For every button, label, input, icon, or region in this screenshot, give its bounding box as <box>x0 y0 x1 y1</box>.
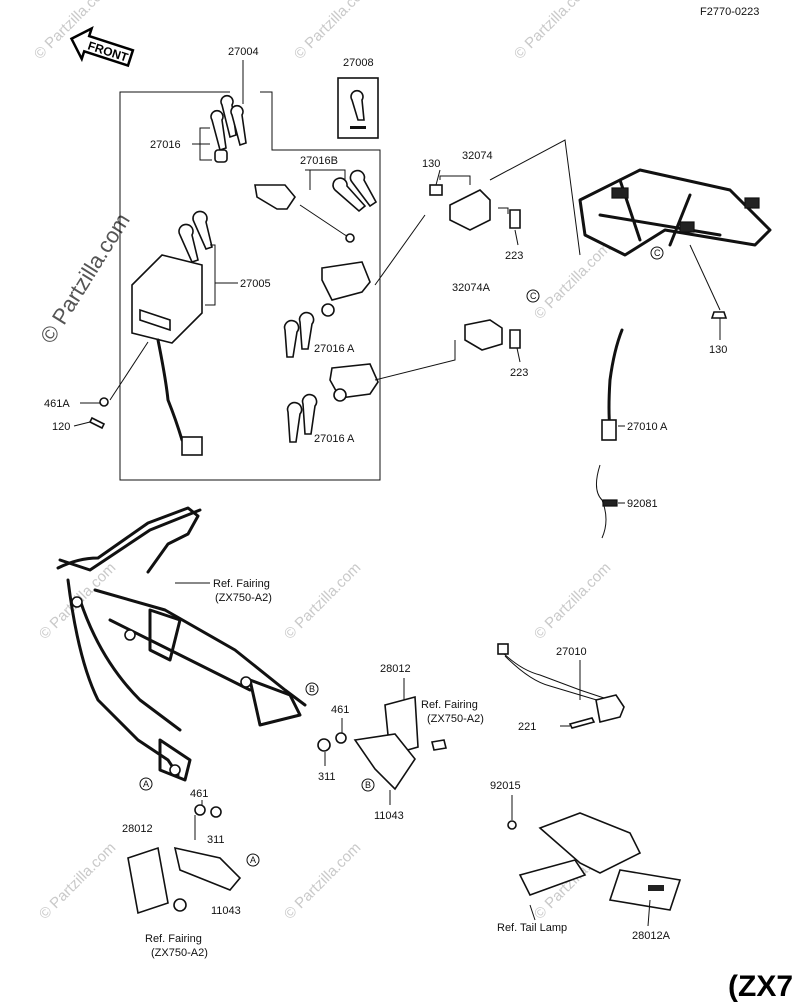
watermark: © Partzilla.com <box>281 559 364 642</box>
washer-icon <box>99 397 109 407</box>
reflector-lower-left: A <box>127 804 260 915</box>
marker-a: A <box>250 855 256 865</box>
part-labels: 27004 27008 27016 27016B 27005 27016 A 2… <box>44 46 727 959</box>
nut-icon <box>210 806 222 818</box>
label-27010: 27010 <box>556 646 587 658</box>
bracket-icon <box>464 319 503 351</box>
reflector-icon <box>127 846 169 915</box>
label-27005: 27005 <box>240 278 271 290</box>
harness-27010 <box>497 643 625 729</box>
label-ref-tail-lamp: Ref. Tail Lamp <box>497 922 567 934</box>
label-32074: 32074 <box>462 150 493 162</box>
label-11043-low: 11043 <box>211 905 241 917</box>
label-27016a-1: 27016 A <box>314 343 355 355</box>
watermarks: © Partzilla.com © Partzilla.com © Partzi… <box>31 0 614 923</box>
label-28012a: 28012A <box>632 930 671 942</box>
seat-lock-icon <box>321 261 371 301</box>
label-32074a: 32074A <box>452 282 491 294</box>
label-ref-fairing-3a: Ref. Fairing <box>145 933 202 945</box>
nut-icon <box>509 209 521 229</box>
label-27016: 27016 <box>150 139 181 151</box>
helmet-lock-icon <box>254 184 296 210</box>
ignition-switch-group <box>88 60 381 481</box>
harness-27010a <box>596 328 625 539</box>
reflector-mid: B <box>317 678 447 792</box>
marker-a: A <box>143 779 149 789</box>
washer-icon <box>335 732 347 744</box>
bolt-icon <box>431 739 447 751</box>
label-ref-fairing-2a: Ref. Fairing <box>421 699 478 711</box>
label-28012-mid: 28012 <box>380 663 411 675</box>
label-461a: 461A <box>44 398 70 410</box>
watermark: © Partzilla.com <box>511 0 594 63</box>
lock-cylinder-icon <box>214 149 228 163</box>
watermark: © Partzilla.com <box>531 239 614 322</box>
label-11043-mid: 11043 <box>374 810 404 822</box>
watermark: © Partzilla.com <box>291 0 374 63</box>
connector-icon <box>601 419 617 441</box>
label-221: 221 <box>518 721 536 733</box>
key-tag-box <box>337 77 379 139</box>
bolt-icon <box>173 898 187 912</box>
label-461-mid: 461 <box>331 704 349 716</box>
marker-c: C <box>530 291 537 301</box>
screw-icon <box>88 416 106 430</box>
license-bracket <box>507 812 682 921</box>
diagram-code: F2770-0223 <box>700 6 759 18</box>
frame-rear-section: C <box>578 168 772 319</box>
nut-icon <box>317 738 331 752</box>
license-bracket-icon <box>538 812 642 874</box>
label-27008: 27008 <box>343 57 374 69</box>
marker-b: B <box>309 684 315 694</box>
washer-icon <box>194 804 206 816</box>
reflector-bracket-icon <box>353 733 416 791</box>
label-92015: 92015 <box>490 780 521 792</box>
label-ref-fairing-3b: (ZX750-A2) <box>151 947 208 959</box>
label-120: 120 <box>52 421 70 433</box>
bracket-icon <box>449 189 491 231</box>
key-icon <box>210 94 247 152</box>
label-92081: 92081 <box>627 498 658 510</box>
label-311-mid: 311 <box>318 771 336 783</box>
label-27016b: 27016B <box>300 155 338 167</box>
label-27004: 27004 <box>228 46 259 58</box>
reflector-bracket-icon <box>173 846 242 891</box>
bolt-icon <box>710 311 728 319</box>
label-223-top: 223 <box>505 250 523 262</box>
label-27010a: 27010 A <box>627 421 668 433</box>
bracket-group: C <box>374 139 581 381</box>
clamp-icon <box>602 499 618 507</box>
bolt-icon <box>429 184 443 196</box>
label-130-top: 130 <box>422 158 440 170</box>
label-ref-fairing-1a: Ref. Fairing <box>213 578 270 590</box>
connector-icon <box>595 694 625 723</box>
leader-lines <box>73 143 721 927</box>
fairing-stay: B A <box>56 506 319 791</box>
label-27016a-2: 27016 A <box>314 433 355 445</box>
watermark: © Partzilla.com <box>531 559 614 642</box>
screw-icon <box>568 717 596 729</box>
reflector-icon <box>608 869 682 911</box>
marker-c: C <box>654 248 661 258</box>
label-ref-fairing-1b: (ZX750-A2) <box>215 592 272 604</box>
model-corner-label: (ZX7 <box>728 970 793 1003</box>
label-ref-fairing-2b: (ZX750-A2) <box>427 713 484 725</box>
watermark: © Partzilla.com <box>36 839 119 922</box>
label-130-right: 130 <box>709 344 727 356</box>
label-223-mid: 223 <box>510 367 528 379</box>
label-311-low: 311 <box>207 834 225 846</box>
watermark: © Partzilla.com <box>281 839 364 922</box>
marker-b: B <box>365 780 371 790</box>
nut-icon <box>507 820 517 830</box>
label-461-low: 461 <box>190 788 208 800</box>
front-arrow: FRONT <box>69 25 135 68</box>
label-28012-low: 28012 <box>122 823 153 835</box>
